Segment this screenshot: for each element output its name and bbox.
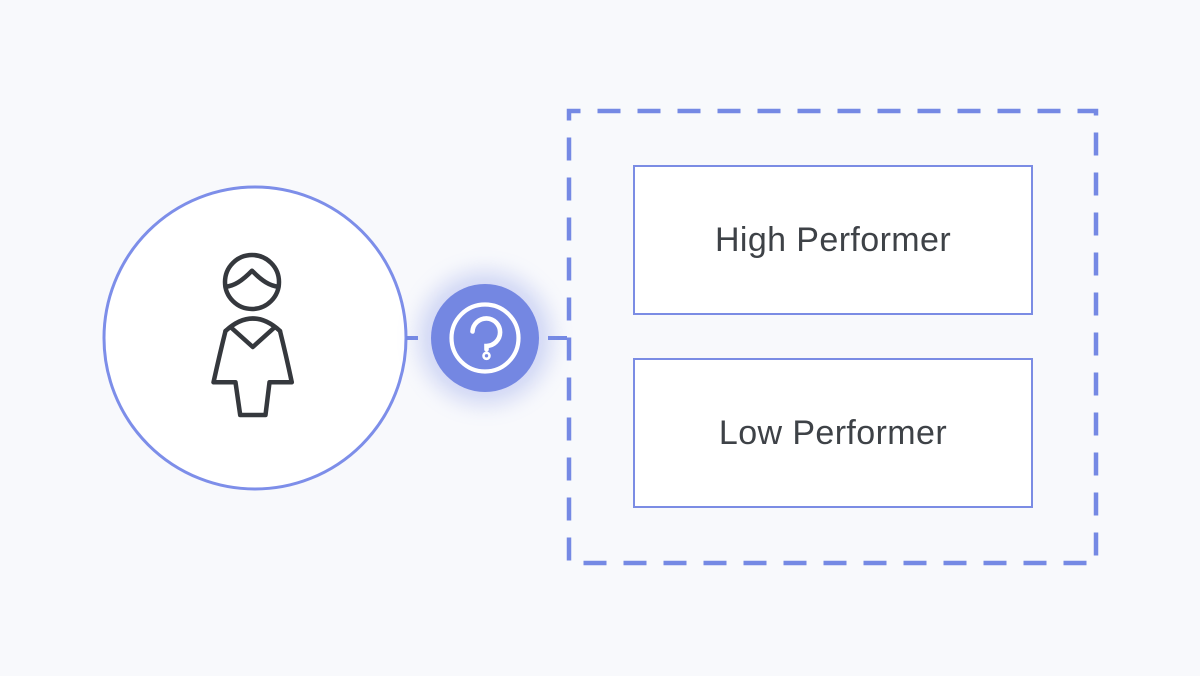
person-hair [223,268,281,289]
question-ring [449,302,521,374]
person-icon [202,250,303,422]
question-mark-icon [449,302,521,374]
person-body [211,328,295,418]
person-vneck [228,324,278,350]
decision-frame-dashed-rect [566,108,1099,566]
option-box-high-performer: High Performer [633,165,1033,315]
option-label: Low Performer [718,413,948,452]
option-box-low-performer: Low Performer [633,358,1033,508]
question-hook [470,316,503,352]
question-badge [431,284,539,392]
option-label: High Performer [714,220,952,259]
person-head [222,252,282,312]
question-dot [482,351,491,361]
